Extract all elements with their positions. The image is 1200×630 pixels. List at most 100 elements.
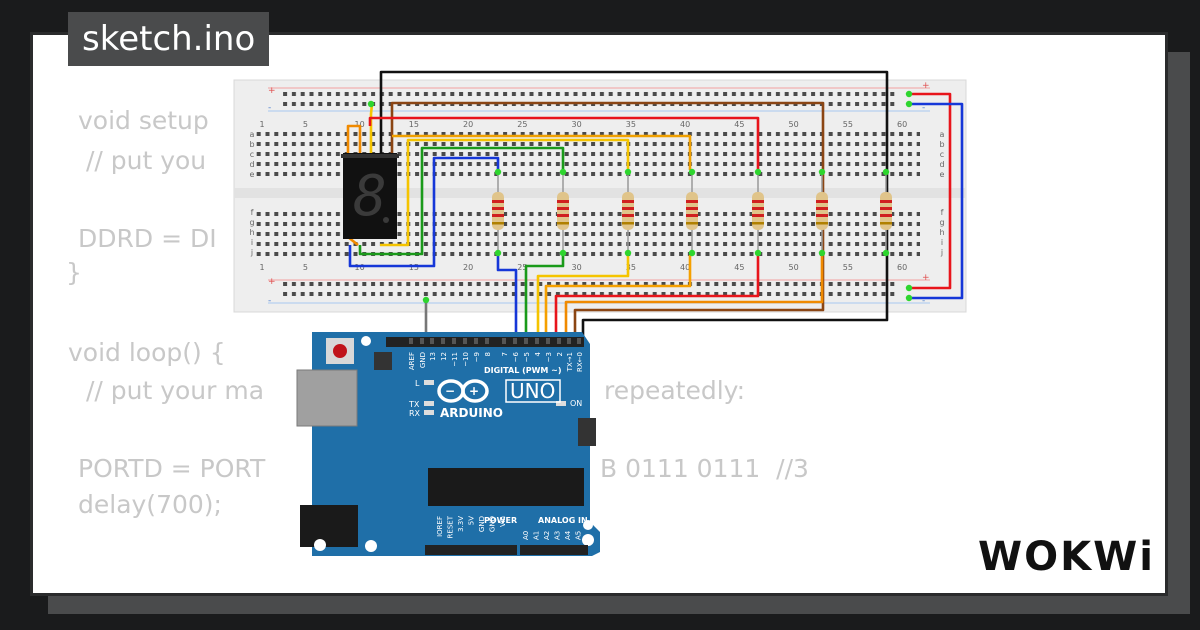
connection-point <box>905 90 913 98</box>
power-label: POWER <box>484 516 517 525</box>
code-line: void setup <box>78 106 209 135</box>
header-pin <box>546 338 550 344</box>
analog-pin-label: A3 <box>554 531 562 540</box>
row-letter: e <box>940 170 945 179</box>
wire-red-top <box>368 116 760 170</box>
reset-button <box>333 344 347 358</box>
column-number: 50 <box>789 263 799 272</box>
rail-minus: - <box>922 103 925 113</box>
resistor[interactable] <box>880 172 892 252</box>
header-pin <box>535 338 539 344</box>
header-pin <box>409 338 413 344</box>
resistors <box>492 172 892 252</box>
row-letter: a <box>250 130 255 139</box>
row-letter: f <box>251 208 254 217</box>
power-pin-label: RESET <box>447 515 455 538</box>
column-number: 20 <box>463 263 473 272</box>
wire-blue-bottom <box>496 255 518 340</box>
column-number: 40 <box>680 263 690 272</box>
wire-red-bottom <box>554 255 760 340</box>
header-pin <box>441 338 445 344</box>
tx-label: TX <box>408 400 420 409</box>
resistor[interactable] <box>557 172 569 252</box>
column-number: 1 <box>259 120 264 129</box>
column-number: 55 <box>843 263 853 272</box>
row-letter: b <box>939 140 944 149</box>
rail-plus: + <box>922 81 930 91</box>
power-pin-label: IOREF <box>436 516 444 537</box>
brand-text: ARDUINO <box>440 406 503 420</box>
column-number: 50 <box>789 120 799 129</box>
connection-point <box>818 168 826 176</box>
l-label: L <box>415 379 420 388</box>
rail-minus: - <box>268 296 271 306</box>
analog-pin-label: A4 <box>564 530 572 540</box>
wire-green <box>358 146 565 256</box>
column-number: 1 <box>259 263 264 272</box>
row-letter: j <box>940 248 943 257</box>
connection-point <box>624 249 632 257</box>
power-pin-label: 3.3V <box>457 516 465 532</box>
atmega-chip <box>428 468 584 506</box>
code-line: PORTD = PORT <box>78 454 266 483</box>
rx-label: RX <box>409 409 421 418</box>
rail-plus: + <box>922 273 930 283</box>
connection-point <box>367 100 375 108</box>
column-number: 60 <box>897 120 907 129</box>
wire-green-bottom <box>524 255 565 340</box>
column-number: 25 <box>517 120 527 129</box>
column-number: 10 <box>355 263 365 272</box>
seven-segment-display[interactable]: 8 <box>341 153 399 239</box>
code-line: delay(700); <box>78 490 222 519</box>
rail-plus: + <box>268 277 276 287</box>
header-pin <box>474 338 478 344</box>
digital-pin-label: 4 <box>534 351 542 356</box>
sketch-title: sketch.ino <box>68 12 270 66</box>
wire-blue-right <box>909 102 964 300</box>
resistor[interactable] <box>622 172 634 252</box>
resistor[interactable] <box>816 172 828 252</box>
power-jack <box>300 505 358 547</box>
digital-pin-label: ~9 <box>473 352 481 362</box>
resistor[interactable] <box>492 172 504 252</box>
breadboard <box>233 79 967 313</box>
row-letter: h <box>939 228 944 237</box>
digital-pin-label: 12 <box>440 352 448 361</box>
digital-pin-label: 8 <box>484 352 492 356</box>
header-pin <box>420 338 424 344</box>
arduino-uno[interactable]: − + ARDUINO UNO DIGITAL (PWM ~) ON L TX … <box>296 332 600 556</box>
column-number: 15 <box>409 263 419 272</box>
analog-pin-label: A0 <box>522 531 530 540</box>
power-pin-label: Vin <box>499 516 507 527</box>
row-letter: a <box>940 130 945 139</box>
analog-pin-label: A1 <box>533 531 541 540</box>
row-letter: g <box>939 218 944 227</box>
resistor[interactable] <box>686 172 698 252</box>
connection-point <box>818 249 826 257</box>
column-number: 15 <box>409 120 419 129</box>
connection-point <box>905 100 913 108</box>
column-number: 10 <box>355 120 365 129</box>
row-letter: b <box>249 140 254 149</box>
row-letter: c <box>940 150 944 159</box>
header-pin <box>485 338 489 344</box>
row-letter: h <box>249 228 254 237</box>
connection-point <box>494 249 502 257</box>
rail-plus: + <box>268 86 276 96</box>
analog-pin-label: A5 <box>575 531 583 540</box>
analog-header <box>520 545 588 555</box>
resistor[interactable] <box>752 172 764 252</box>
code-line: } <box>66 258 82 287</box>
row-letter: c <box>250 150 254 159</box>
wire-orange-bottom <box>544 255 692 340</box>
digital-pin-label: 2 <box>556 352 564 356</box>
digital-pin-label: ~10 <box>462 352 470 367</box>
code-line: // put you <box>78 146 207 175</box>
column-number: 35 <box>626 263 636 272</box>
connection-point <box>559 249 567 257</box>
power-pin-label: 5V <box>468 516 476 525</box>
wire-blue <box>348 156 500 268</box>
digital-pin-label: TX→1 <box>566 352 574 372</box>
code-line: repeatedly: <box>604 376 746 405</box>
connection-point <box>624 168 632 176</box>
